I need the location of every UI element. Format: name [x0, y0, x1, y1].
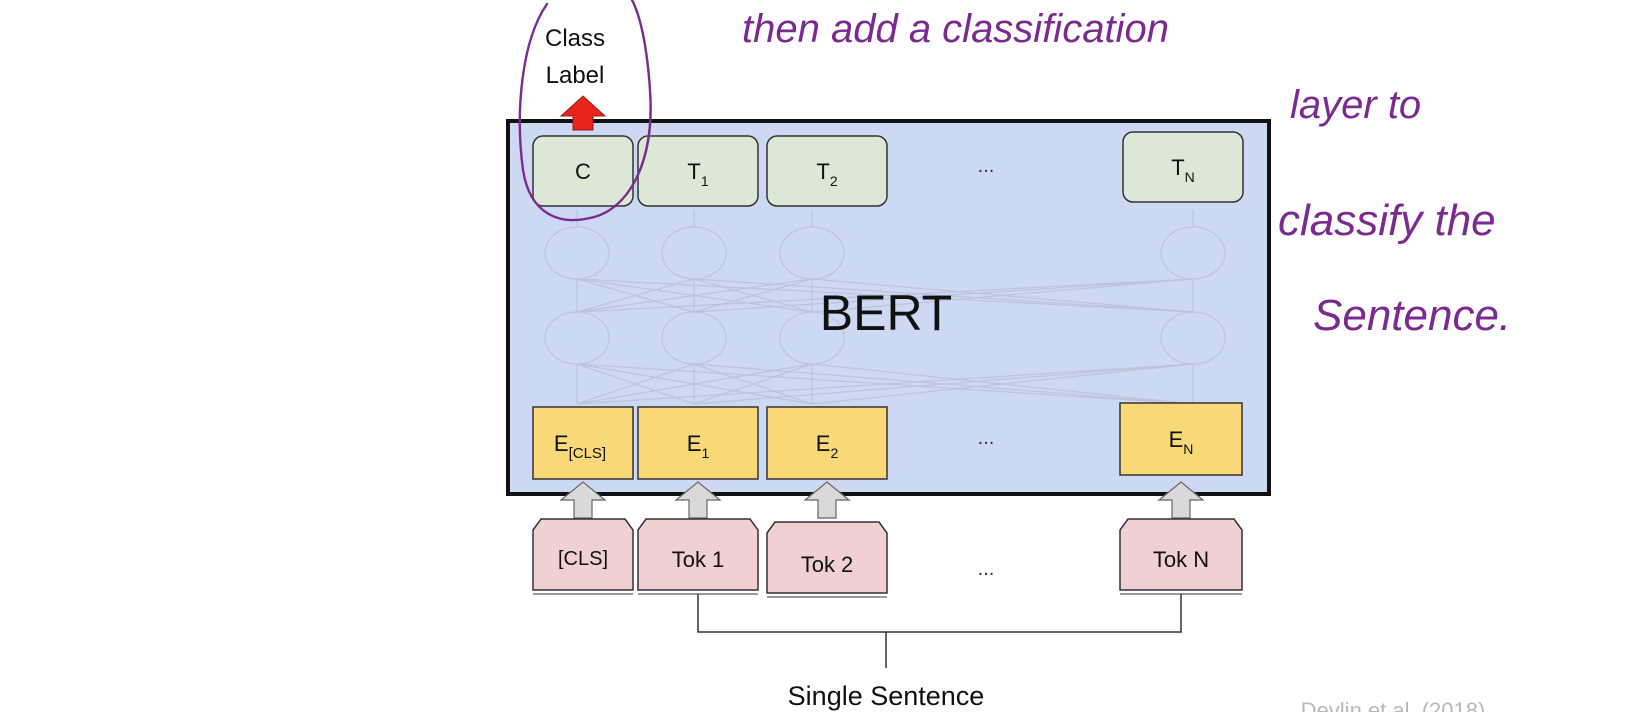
output-tn: TN — [1122, 131, 1244, 203]
embedding-e2-sub: 2 — [830, 445, 838, 461]
output-t2: T2 — [766, 135, 888, 207]
embedding-cls: E[CLS] — [532, 406, 634, 480]
embedding-e1: E1 — [637, 406, 759, 480]
output-tn-sub: N — [1185, 169, 1195, 185]
svg-text:TN: TN — [1171, 155, 1195, 185]
output-t1: T1 — [637, 135, 759, 207]
embedding-cls-sub: [CLS] — [569, 445, 607, 462]
svg-text:E1: E1 — [687, 431, 710, 461]
token-tokn-label: Tok N — [1153, 547, 1209, 572]
annotation-line3: classify the — [1278, 196, 1496, 245]
class-label-line1: Class — [545, 25, 605, 52]
output-t2-sub: 2 — [830, 173, 838, 189]
output-tn-base: T — [1171, 155, 1184, 180]
up-arrow-icon — [674, 481, 722, 519]
embedding-en-base: E — [1169, 427, 1184, 452]
input-arrows — [559, 481, 1205, 519]
up-arrow-icon — [1157, 481, 1205, 519]
annotation-line2: layer to — [1290, 83, 1421, 127]
input-label: Single Sentence — [788, 681, 985, 711]
svg-text:T2: T2 — [816, 159, 837, 189]
token-tok2: Tok 2 — [766, 521, 888, 598]
bert-label: BERT — [820, 285, 952, 341]
output-c-label: C — [575, 159, 591, 184]
annotation-circle — [518, 0, 652, 222]
svg-text:E2: E2 — [816, 431, 839, 461]
output-c: C — [532, 135, 634, 207]
svg-text:EN: EN — [1169, 427, 1194, 457]
embedding-e2: E2 — [766, 406, 888, 480]
token-cls-label: [CLS] — [558, 548, 608, 570]
token-tok2-label: Tok 2 — [801, 552, 854, 577]
transformer-network — [544, 210, 1226, 405]
output-ellipsis: ... — [978, 155, 995, 177]
annotation-line4: Sentence. — [1313, 291, 1511, 340]
svg-text:E[CLS]: E[CLS] — [554, 431, 606, 462]
token-ellipsis: ... — [978, 558, 995, 580]
handwritten-annotation: then add a classification layer to class… — [742, 7, 1511, 340]
class-arrow-icon — [559, 95, 607, 131]
embedding-ellipsis: ... — [978, 427, 995, 449]
citation: Devlin et al. (2018) — [1301, 698, 1486, 712]
embedding-e1-base: E — [687, 431, 702, 456]
svg-text:T1: T1 — [687, 159, 708, 189]
embedding-e2-base: E — [816, 431, 831, 456]
embedding-cls-base: E — [554, 431, 569, 456]
up-arrow-icon — [803, 481, 851, 519]
token-cls: [CLS] — [532, 518, 634, 595]
class-label-line2: Label — [546, 62, 605, 89]
token-tok1-label: Tok 1 — [672, 547, 725, 572]
embedding-en: EN — [1119, 402, 1243, 476]
token-tokn: Tok N — [1119, 518, 1243, 595]
up-arrow-icon — [559, 481, 607, 519]
token-tok1: Tok 1 — [637, 518, 759, 595]
output-t2-base: T — [816, 159, 829, 184]
output-t1-base: T — [687, 159, 700, 184]
output-t1-sub: 1 — [701, 173, 709, 189]
annotation-line1: then add a classification — [742, 7, 1169, 51]
sentence-bracket — [697, 594, 1182, 668]
embedding-e1-sub: 1 — [701, 445, 709, 461]
embedding-en-sub: N — [1183, 441, 1193, 457]
